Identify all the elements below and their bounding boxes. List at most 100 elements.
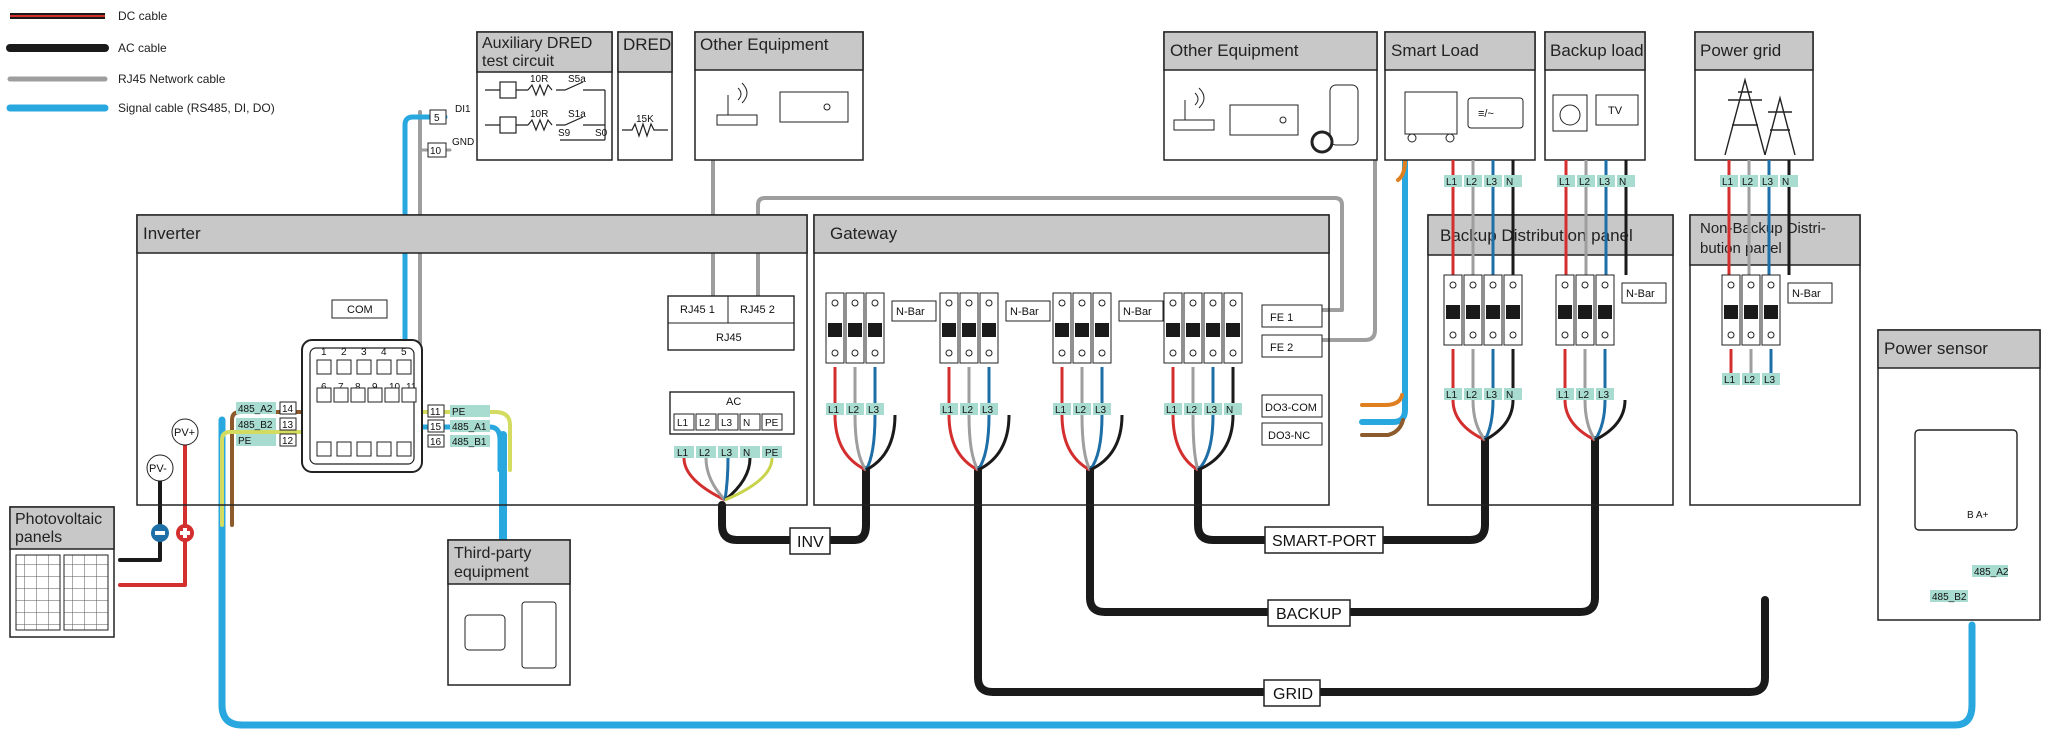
ac-terminal-cell (739, 413, 761, 431)
power-grid-box: Power grid (1694, 31, 1814, 161)
com-tag-bg (450, 420, 490, 432)
b-a-label: B A+ (1967, 510, 1989, 521)
phase-tag-L3: L3 (1206, 405, 1218, 416)
top-phase-tag-1-2: L3 (1599, 177, 1611, 188)
phase-tag-bg (1617, 175, 1635, 187)
breaker-handle (868, 323, 882, 337)
phase-tag-L3: L3 (1764, 375, 1776, 386)
ac-label: AC (726, 396, 741, 408)
do3nc-label: DO3-NC (1268, 430, 1310, 442)
nbar-label: N-Bar (1010, 306, 1039, 318)
phase-tag-L2: L2 (1075, 405, 1087, 416)
backup-load-box: Backup load TV (1544, 31, 1646, 161)
ev-charger-icon (1329, 84, 1359, 146)
com-pin-hole (376, 359, 392, 375)
phase-tag-L2: L2 (962, 405, 974, 416)
com-left-pin-0: 14 (282, 404, 294, 415)
breaker-handle (1055, 323, 1069, 337)
com-pin-4: 4 (381, 347, 387, 358)
converge-wire (947, 414, 979, 472)
r15k: 15K (636, 114, 654, 125)
breaker-screw (1209, 349, 1217, 357)
top-phase-tag-2-2: L3 (1762, 177, 1774, 188)
dred-aux-title-2: test circuit (482, 53, 555, 70)
com-left-pin-2: 12 (282, 436, 294, 447)
breaker-screw (985, 299, 993, 307)
ac-tag-bg (718, 446, 738, 458)
com-tag-bg (236, 402, 276, 414)
converge-wire (1088, 414, 1104, 471)
pin-5: 5 (434, 113, 440, 124)
panel-wiring (833, 160, 1791, 472)
phase-tag-L2: L2 (1744, 375, 1756, 386)
nbar (1621, 282, 1667, 304)
com-pin-hole (396, 441, 412, 457)
converge-wire (1583, 399, 1597, 441)
converge-wire (1171, 414, 1199, 472)
converge-wire (865, 414, 897, 472)
s0: S0 (595, 128, 608, 139)
breaker-screw (831, 349, 839, 357)
phase-tag-L3: L3 (1486, 390, 1498, 401)
breaker-screw (1601, 281, 1609, 289)
di1-label: DI1 (455, 104, 471, 115)
phase-tag-L1: L1 (1724, 375, 1736, 386)
top-phase-tag-1-1: L2 (1579, 177, 1591, 188)
phase-tag-N: N (1506, 390, 1513, 401)
third-party-title-1: Third-party (454, 545, 531, 562)
phase-tag-bg (980, 403, 998, 415)
breaker-screw (1767, 281, 1775, 289)
breaker-screw (1509, 281, 1517, 289)
breaker-screw (965, 299, 973, 307)
com-pin-1: 1 (321, 347, 327, 358)
com-left-tag-2: PE (238, 436, 252, 447)
ac-tag-L2: L2 (699, 448, 711, 459)
dred-box: DRED 15K (617, 31, 673, 161)
nonbackup-title-1: Non-Backup Distri- (1700, 220, 1826, 237)
phase-tag-bg (1184, 403, 1202, 415)
breaker-screw (1169, 349, 1177, 357)
phase-tag-bg (1444, 175, 1462, 187)
third-party-box: Third-party equipment (447, 539, 571, 686)
ac-tag-L1: L1 (677, 448, 689, 459)
breaker-screw (1747, 331, 1755, 339)
router-icon (716, 114, 758, 126)
smart-load-title: Smart Load (1391, 41, 1479, 60)
s9: S9 (558, 128, 571, 139)
legend-dc: DC cable (118, 9, 168, 23)
breaker-screw (945, 349, 953, 357)
pv-minus-label: PV- (149, 463, 167, 475)
bus-smart-port: SMART-PORT (1272, 533, 1377, 550)
com-pin-hole (384, 387, 400, 403)
other-equipment-1: Other Equipment (694, 31, 864, 161)
ac-terminal-L1: L1 (677, 418, 689, 429)
breaker-handle (982, 323, 996, 337)
breaker-screw (1747, 281, 1755, 289)
r10a: 10R (530, 74, 548, 85)
breaker-screw (1078, 299, 1086, 307)
breaker-screw (1469, 281, 1477, 289)
legend-ac: AC cable (118, 41, 167, 55)
top-phase-tag-2-0: L1 (1722, 177, 1734, 188)
com-connector (301, 339, 423, 473)
com-right-tag-1: 485_A1 (452, 422, 487, 433)
breaker-screw (871, 299, 879, 307)
converge-wire (1451, 399, 1486, 442)
phase-tag-bg (1557, 175, 1575, 187)
com-label: COM (347, 304, 373, 316)
com-pin-hole (333, 387, 349, 403)
phase-tag-L1: L1 (1166, 405, 1178, 416)
ac-wire (724, 457, 774, 502)
breaker-screw (1561, 281, 1569, 289)
com-pin-2: 2 (341, 347, 347, 358)
smart-load-box: Smart Load ≡/~ (1384, 31, 1536, 161)
phase-tag-bg (1053, 403, 1071, 415)
phase-tag-L2: L2 (848, 405, 860, 416)
pv-title-1: Photovoltaic (15, 511, 102, 528)
nbar (891, 300, 937, 322)
phase-tag-bg (1464, 175, 1482, 187)
com-pin-hole (316, 441, 332, 457)
breaker-screw (1078, 349, 1086, 357)
